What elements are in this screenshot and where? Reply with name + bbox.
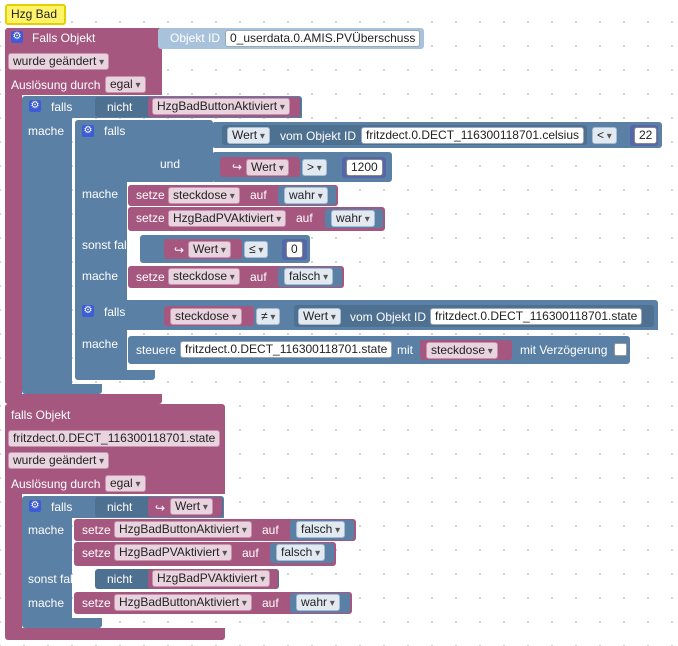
var-dropdown[interactable]: HzgBadButtonAktiviert xyxy=(114,521,252,538)
mit-verzoegerung-label: mit Verzögerung xyxy=(520,343,608,357)
var-dropdown[interactable]: HzgBadButtonAktiviert xyxy=(152,98,290,115)
event-spine xyxy=(5,494,22,629)
setze-label: setze xyxy=(136,211,165,225)
num-0[interactable]: 0 xyxy=(286,241,303,258)
outer-if-footer xyxy=(22,384,102,394)
third-if-spine xyxy=(75,330,127,372)
und-label: und xyxy=(160,157,181,171)
auf-label: auf xyxy=(250,270,267,284)
mache-label: mache xyxy=(82,269,119,283)
var-dropdown[interactable]: HzgBadButtonAktiviert xyxy=(114,594,252,611)
bool-dropdown[interactable]: falsch xyxy=(296,521,346,538)
num-22[interactable]: 22 xyxy=(634,127,658,144)
event-footer xyxy=(5,394,162,404)
objekt-id-label: Objekt ID xyxy=(170,31,221,45)
auf-label: auf xyxy=(262,523,279,537)
bool-dropdown[interactable]: wahr xyxy=(331,210,375,227)
falls-label: falls xyxy=(104,124,126,138)
gear-icon[interactable]: ⚙ xyxy=(11,31,23,43)
gear-icon[interactable]: ⚙ xyxy=(82,125,94,137)
op-gt-dropdown[interactable]: > xyxy=(302,159,327,176)
steuere-label: steuere xyxy=(136,343,177,357)
wert-dropdown[interactable]: Wert xyxy=(170,498,213,515)
steuere-id-field[interactable]: fritzdect.0.DECT_116300118701.state xyxy=(180,341,392,358)
sonst-falls-label: sonst falls xyxy=(28,572,82,586)
inner-if-footer xyxy=(75,370,155,380)
wert-dropdown[interactable]: Wert xyxy=(246,159,289,176)
nicht-label: nicht xyxy=(107,100,133,114)
if-footer xyxy=(22,618,102,628)
objekt-id-field[interactable]: fritzdect.0.DECT_116300118701.state xyxy=(8,430,221,447)
script-title[interactable]: Hzg Bad xyxy=(5,4,66,25)
falls-objekt-label: falls Objekt xyxy=(11,408,71,422)
falls-label: falls xyxy=(51,100,73,114)
var-dropdown[interactable]: HzgBadPVAktiviert xyxy=(168,210,287,227)
objekt-id-field[interactable]: 0_userdata.0.AMIS.PVÜberschuss xyxy=(225,30,420,47)
wurde-dropdown[interactable]: wurde geändert xyxy=(8,53,110,70)
wert-dropdown[interactable]: Wert xyxy=(188,241,231,258)
state-id-field[interactable]: fritzdect.0.DECT_116300118701.state xyxy=(430,308,642,325)
wurde-dropdown[interactable]: wurde geändert xyxy=(8,452,110,469)
mit-label: mit xyxy=(397,343,413,357)
falls-label: falls xyxy=(51,500,73,514)
celsius-id-field[interactable]: fritzdect.0.DECT_116300118701.celsius xyxy=(361,127,584,144)
getter-arrow-icon: ↪ xyxy=(174,243,185,257)
op-ne-dropdown[interactable]: ≠ xyxy=(256,308,281,325)
mache-label: mache xyxy=(28,596,65,610)
outer-if-spine xyxy=(22,118,72,386)
auf-label: auf xyxy=(296,211,313,225)
if-spine xyxy=(22,518,72,620)
ausloesung-label: Auslösung durch xyxy=(11,78,101,92)
setze-label: setze xyxy=(136,188,165,202)
wert-dropdown[interactable]: Wert xyxy=(227,127,270,144)
var-dropdown[interactable]: steckdose xyxy=(426,342,498,359)
var-dropdown[interactable]: steckdose xyxy=(168,187,240,204)
nicht-label: nicht xyxy=(107,500,133,514)
mache-label: mache xyxy=(82,337,119,351)
inner-if-header[interactable] xyxy=(75,120,213,182)
sonst-falls-label: sonst falls xyxy=(82,238,136,252)
vom-objekt-id-label: vom Objekt ID xyxy=(350,310,427,324)
wert-dropdown[interactable]: Wert xyxy=(298,308,341,325)
gear-icon[interactable]: ⚙ xyxy=(29,500,41,512)
setze-label: setze xyxy=(82,546,111,560)
mache-label: mache xyxy=(82,187,119,201)
ausloesung-label: Auslösung durch xyxy=(11,477,101,491)
var-dropdown[interactable]: steckdose xyxy=(168,268,240,285)
event-spine xyxy=(5,95,22,395)
bool-dropdown[interactable]: falsch xyxy=(276,544,326,561)
op-lt-dropdown[interactable]: < xyxy=(592,127,617,144)
auf-label: auf xyxy=(262,596,279,610)
verzoegerung-checkbox[interactable] xyxy=(614,343,627,356)
gear-icon[interactable]: ⚙ xyxy=(82,305,94,317)
auf-label: auf xyxy=(250,188,267,202)
setze-label: setze xyxy=(136,270,165,284)
nicht-label: nicht xyxy=(107,572,133,586)
vom-objekt-id-label: vom Objekt ID xyxy=(280,129,357,143)
mache-label: mache xyxy=(28,523,65,537)
falls-objekt-label: Falls Objekt xyxy=(32,31,96,45)
mache-label: mache xyxy=(28,124,65,138)
getter-arrow-icon: ↪ xyxy=(155,501,166,515)
var-dropdown[interactable]: HzgBadPVAktiviert xyxy=(114,544,233,561)
event-footer xyxy=(5,628,225,640)
bool-dropdown[interactable]: falsch xyxy=(284,268,334,285)
bool-dropdown[interactable]: wahr xyxy=(284,187,328,204)
setze-label: setze xyxy=(82,596,111,610)
gear-icon[interactable]: ⚙ xyxy=(29,100,41,112)
bool-dropdown[interactable]: wahr xyxy=(296,594,340,611)
ausloesung-dropdown[interactable]: egal xyxy=(105,475,146,492)
falls-label: falls xyxy=(104,305,126,319)
num-1200[interactable]: 1200 xyxy=(346,159,383,176)
ausloesung-dropdown[interactable]: egal xyxy=(105,76,146,93)
var-dropdown[interactable]: steckdose xyxy=(170,308,242,325)
auf-label: auf xyxy=(242,546,259,560)
var-dropdown[interactable]: HzgBadPVAktiviert xyxy=(152,570,271,587)
op-le-dropdown[interactable]: ≤ xyxy=(244,241,269,258)
setze-label: setze xyxy=(82,523,111,537)
getter-arrow-icon: ↪ xyxy=(232,160,243,174)
